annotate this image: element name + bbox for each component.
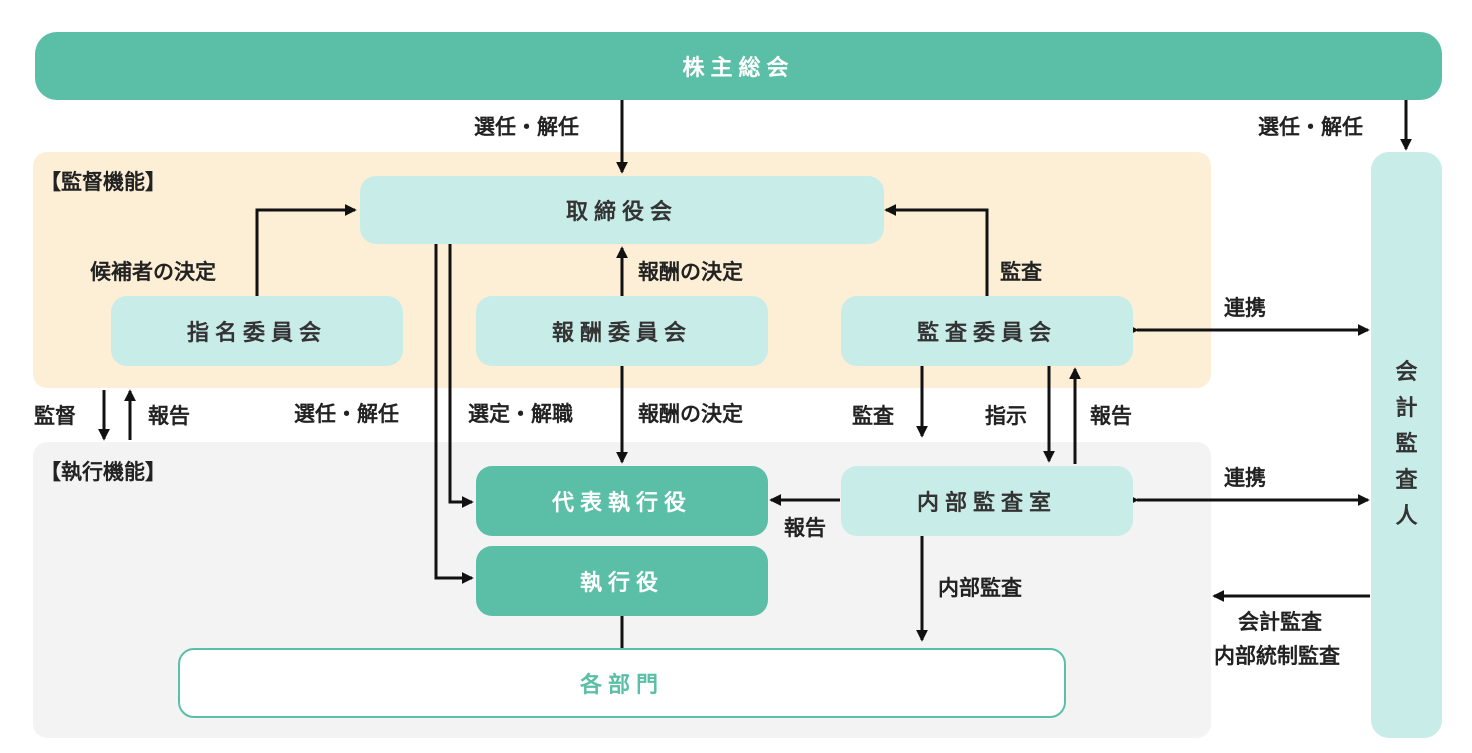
label-cooperation-2: 連携 [1224, 466, 1266, 490]
label-report-audit: 報告 [1090, 404, 1132, 428]
label-accounting-audit: 会計監査 [1238, 610, 1322, 634]
executive-officers-box: 執行役 [476, 546, 768, 616]
arrow-board-to-ceo [448, 244, 474, 508]
label-elect-dismiss-officers: 選任・解任 [294, 402, 399, 426]
label-audit-board: 監査 [1000, 260, 1042, 284]
label-elect-dismiss-board: 選任・解任 [474, 115, 579, 139]
label-instruction: 指示 [985, 404, 1027, 428]
arrow-board-to-officers [434, 244, 474, 584]
accounting-auditor-char: 査 [1395, 468, 1418, 493]
label-report-left: 報告 [148, 404, 190, 428]
ceo-box: 代表執行役 [476, 466, 768, 536]
label-candidate-decision: 候補者の決定 [90, 260, 216, 284]
label-cooperation-1: 連携 [1224, 296, 1266, 320]
accounting-auditor-box: 会 計 監 査 人 [1371, 152, 1442, 738]
shareholders-meeting-box: 株主総会 [35, 32, 1442, 100]
label-compensation-decision-exec: 報酬の決定 [638, 402, 743, 426]
nomination-committee-box: 指名委員会 [111, 296, 403, 366]
board-box: 取締役会 [360, 176, 884, 244]
accounting-auditor-char: 会 [1395, 360, 1418, 385]
arrow-nomination-to-board [255, 204, 357, 296]
label-internal-control-audit: 内部統制監査 [1214, 644, 1340, 668]
accounting-auditor-char: 計 [1395, 396, 1418, 421]
supervision-region-title: 【監督機能】 [40, 170, 166, 194]
accounting-auditor-char: 監 [1395, 432, 1418, 457]
compensation-committee-box: 報酬委員会 [476, 296, 768, 366]
execution-region-title: 【執行機能】 [40, 460, 166, 484]
label-select-dismiss-ceo: 選定・解職 [468, 402, 573, 426]
departments-box: 各部門 [178, 648, 1066, 718]
label-report-to-ceo: 報告 [784, 516, 826, 540]
label-internal-audit: 内部監査 [938, 576, 1022, 600]
internal-audit-office-box: 内部監査室 [841, 466, 1133, 536]
label-audit-internal: 監査 [852, 404, 894, 428]
accounting-auditor-char: 人 [1395, 504, 1418, 529]
label-supervise: 監督 [34, 404, 76, 428]
arrow-audit-committee-to-board [884, 204, 989, 296]
audit-committee-box: 監査委員会 [841, 296, 1133, 366]
label-compensation-decision-board: 報酬の決定 [638, 260, 743, 284]
label-elect-dismiss-auditor: 選任・解任 [1258, 115, 1363, 139]
